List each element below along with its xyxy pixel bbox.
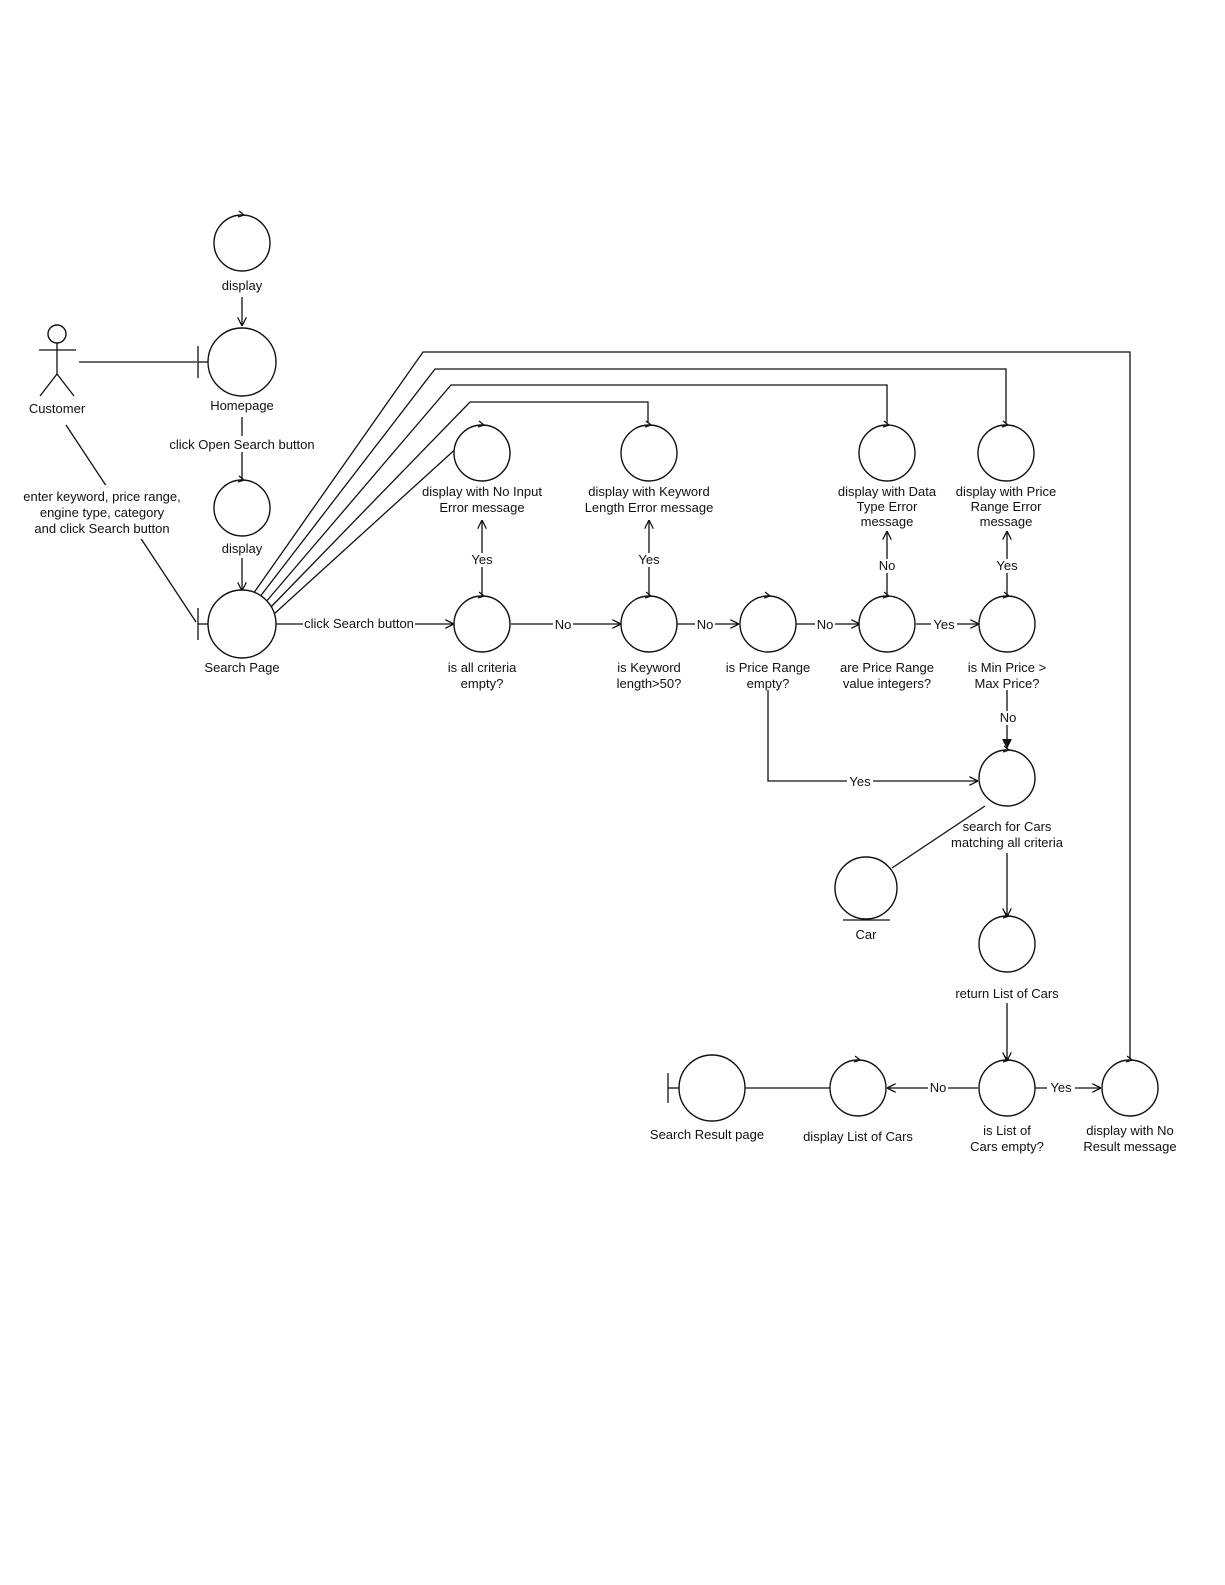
search-click-label: click Search button — [304, 616, 414, 631]
labels: display Customer Homepage click Open Sea… — [22, 278, 1177, 1154]
no-input-error-controller — [453, 420, 511, 482]
customer-label: Customer — [29, 401, 86, 416]
customer-action-line-3: and click Search button — [34, 521, 169, 536]
customer-action-line-1: enter keyword, price range, — [23, 489, 181, 504]
search-result-page-boundary — [667, 1054, 746, 1122]
edge-label-yes-keyword: Yes — [638, 552, 660, 567]
open-search-label: click Open Search button — [169, 437, 314, 452]
price-error-label-3: message — [980, 514, 1033, 529]
price-error-label-1: display with Price — [956, 484, 1056, 499]
edge-label-yes-list: Yes — [1050, 1080, 1072, 1095]
data-type-error-controller — [858, 420, 916, 482]
edge-searchpage-to-no-result — [252, 351, 1131, 1059]
edge-label-no-keyword: No — [555, 617, 572, 632]
edge-label-no-price-integers: No — [817, 617, 834, 632]
edge-label-no-price-empty: No — [697, 617, 714, 632]
edge-searchpage-to-price-error — [258, 368, 1007, 599]
data-type-error-label-1: display with Data — [838, 484, 937, 499]
keyword-error-label-1: display with Keyword — [588, 484, 709, 499]
price-empty-label-1: is Price Range — [726, 660, 811, 675]
no-input-error-label-1: display with No Input — [422, 484, 542, 499]
connectors — [65, 297, 1131, 1088]
edge-searchpage-to-datatype-error — [264, 384, 888, 604]
edge-price-empty-to-search-cars — [767, 690, 978, 781]
price-integers-label-2: value integers? — [843, 676, 931, 691]
are-price-integers-controller — [858, 591, 916, 653]
search-for-cars-controller — [978, 745, 1036, 807]
edge-car-to-search-cars — [891, 805, 986, 869]
car-label: Car — [856, 927, 878, 942]
no-result-label-2: Result message — [1083, 1139, 1176, 1154]
no-input-error-label-2: Error message — [439, 500, 524, 515]
search-page-boundary — [197, 589, 277, 659]
edge-label-yes-search: Yes — [849, 774, 871, 789]
homepage-boundary — [197, 327, 277, 397]
list-empty-label-1: is List of — [983, 1123, 1031, 1138]
edge-label-no-list: No — [930, 1080, 947, 1095]
return-list-label: return List of Cars — [955, 986, 1059, 1001]
edge-label-yes-price-error: Yes — [996, 558, 1018, 573]
customer-action-line-2: engine type, category — [40, 505, 165, 520]
edge-searchpage-to-keyword-error — [269, 401, 649, 609]
return-list-controller — [978, 911, 1036, 973]
edge-label-no-datatype: No — [879, 558, 896, 573]
shapes — [39, 210, 1159, 1122]
keyword-length-label-1: is Keyword — [617, 660, 681, 675]
edge-label-yes-noinput: Yes — [471, 552, 493, 567]
car-entity — [834, 856, 898, 921]
no-result-controller — [1101, 1055, 1159, 1117]
data-type-error-label-3: message — [861, 514, 914, 529]
keyword-length-label-2: length>50? — [617, 676, 682, 691]
min-max-label-2: Max Price? — [974, 676, 1039, 691]
is-min-price-greater-controller — [978, 591, 1036, 653]
is-price-range-empty-controller — [739, 591, 797, 653]
display-list-label: display List of Cars — [803, 1129, 913, 1144]
display-middle-label: display — [222, 541, 263, 556]
edge-label-no-search: No — [1000, 710, 1017, 725]
search-result-page-label: Search Result page — [650, 1127, 764, 1142]
price-error-label-2: Range Error — [971, 499, 1042, 514]
min-max-label-1: is Min Price > — [968, 660, 1046, 675]
display-middle-controller — [213, 475, 271, 537]
price-range-error-controller — [977, 420, 1035, 482]
search-cars-label-2: matching all criteria — [951, 835, 1064, 850]
is-keyword-length-controller — [620, 591, 678, 653]
data-type-error-label-2: Type Error — [857, 499, 918, 514]
price-integers-label-1: are Price Range — [840, 660, 934, 675]
price-empty-label-2: empty? — [747, 676, 790, 691]
display-top-controller — [213, 210, 271, 272]
all-empty-label-2: empty? — [461, 676, 504, 691]
search-page-label: Search Page — [204, 660, 279, 675]
no-result-label-1: display with No — [1086, 1123, 1173, 1138]
edge-searchpage-to-noinput-error — [273, 444, 461, 615]
display-list-controller — [829, 1055, 887, 1117]
keyword-error-label-2: Length Error message — [585, 500, 714, 515]
is-list-empty-controller — [978, 1055, 1036, 1117]
is-all-criteria-empty-controller — [453, 591, 511, 653]
search-cars-label-1: search for Cars — [963, 819, 1052, 834]
customer-actor-icon — [39, 324, 76, 397]
all-empty-label-1: is all criteria — [448, 660, 517, 675]
edge-label-yes-min-max: Yes — [933, 617, 955, 632]
display-top-label: display — [222, 278, 263, 293]
list-empty-label-2: Cars empty? — [970, 1139, 1044, 1154]
homepage-label: Homepage — [210, 398, 274, 413]
keyword-length-error-controller — [620, 420, 678, 482]
